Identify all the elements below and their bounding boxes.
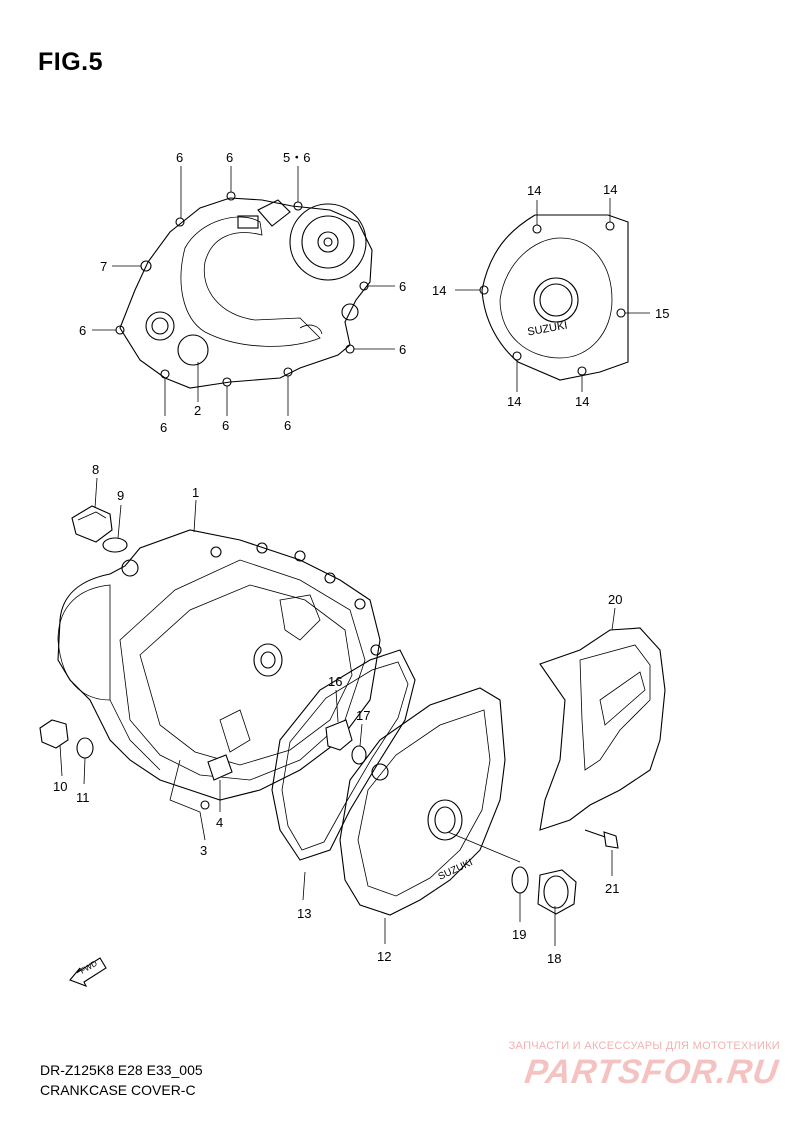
callout-20: 20 (608, 592, 622, 607)
callout-10: 10 (53, 779, 67, 794)
cover-12-brand-text: SUZUKI (437, 857, 475, 882)
callout-2: 2 (194, 403, 201, 418)
callout-6g: 6 (222, 418, 229, 433)
magneto-cover-outline: SUZUKI (455, 198, 650, 392)
callout-12: 12 (377, 949, 391, 964)
callouts-top-left: 6 6 5・6 7 6 6 6 6 2 6 6 (79, 150, 406, 435)
callout-6c: 6 (399, 279, 406, 294)
o-ring-19-and-plug-18 (511, 866, 577, 946)
callout-15: 15 (655, 306, 669, 321)
callout-6a: 6 (176, 150, 183, 165)
diagram-title: CRANKCASE COVER-C (40, 1082, 196, 1098)
callout-8: 8 (92, 462, 99, 477)
brand-mark-text: SUZUKI (527, 320, 569, 339)
callout-14d: 14 (507, 394, 521, 409)
callout-19: 19 (512, 927, 526, 942)
callout-6h: 6 (284, 418, 291, 433)
figure-label: FIG.5 (38, 48, 104, 76)
callout-17: 17 (356, 708, 370, 723)
callouts-top-right: 14 14 14 15 14 14 (432, 182, 669, 409)
callout-11: 11 (76, 790, 90, 805)
callout-5-6: 5・6 (283, 150, 310, 165)
callout-6e: 6 (399, 342, 406, 357)
callout-14c: 14 (432, 283, 446, 298)
crankcase-cover (57, 499, 382, 801)
callout-14e: 14 (575, 394, 589, 409)
callout-18: 18 (547, 951, 561, 966)
callout-16: 16 (328, 674, 342, 689)
plug-16-and-o-ring-17 (325, 689, 367, 765)
callout-13: 13 (297, 906, 311, 921)
cover-12: SUZUKI (339, 687, 521, 944)
dowel-4-and-gasket-3 (169, 754, 233, 841)
callout-6f: 6 (160, 420, 167, 435)
model-code: DR-Z125K8 E28 E33_005 (40, 1062, 203, 1078)
watermark-tagline: ЗАПЧАСТИ И АКСЕССУАРЫ ДЛЯ МОТОТЕХНИКИ (508, 1040, 780, 1052)
callout-6d: 6 (79, 323, 86, 338)
callout-1: 1 (192, 485, 199, 500)
callout-14a: 14 (527, 183, 541, 198)
watermark-site: PARTSFOR.RU (521, 1053, 781, 1091)
callouts-main: 8 9 1 20 16 17 10 11 4 3 21 13 19 12 18 (53, 462, 622, 966)
sprocket-cover-plate (539, 607, 666, 831)
oil-filler-cap (71, 477, 113, 543)
callout-3: 3 (200, 843, 207, 858)
callout-7: 7 (100, 259, 107, 274)
drain-plug-10-and-gasket-11 (39, 719, 94, 785)
callout-21: 21 (605, 881, 619, 896)
callout-14b: 14 (603, 182, 617, 197)
callout-6b: 6 (226, 150, 233, 165)
callout-4: 4 (216, 815, 223, 830)
gasket-13 (271, 649, 416, 901)
callout-9: 9 (117, 488, 124, 503)
bolt-21 (584, 829, 619, 876)
o-ring-9 (102, 504, 128, 553)
forward-direction-arrow: FWD (69, 957, 107, 988)
clutch-cover-outline (92, 166, 395, 416)
